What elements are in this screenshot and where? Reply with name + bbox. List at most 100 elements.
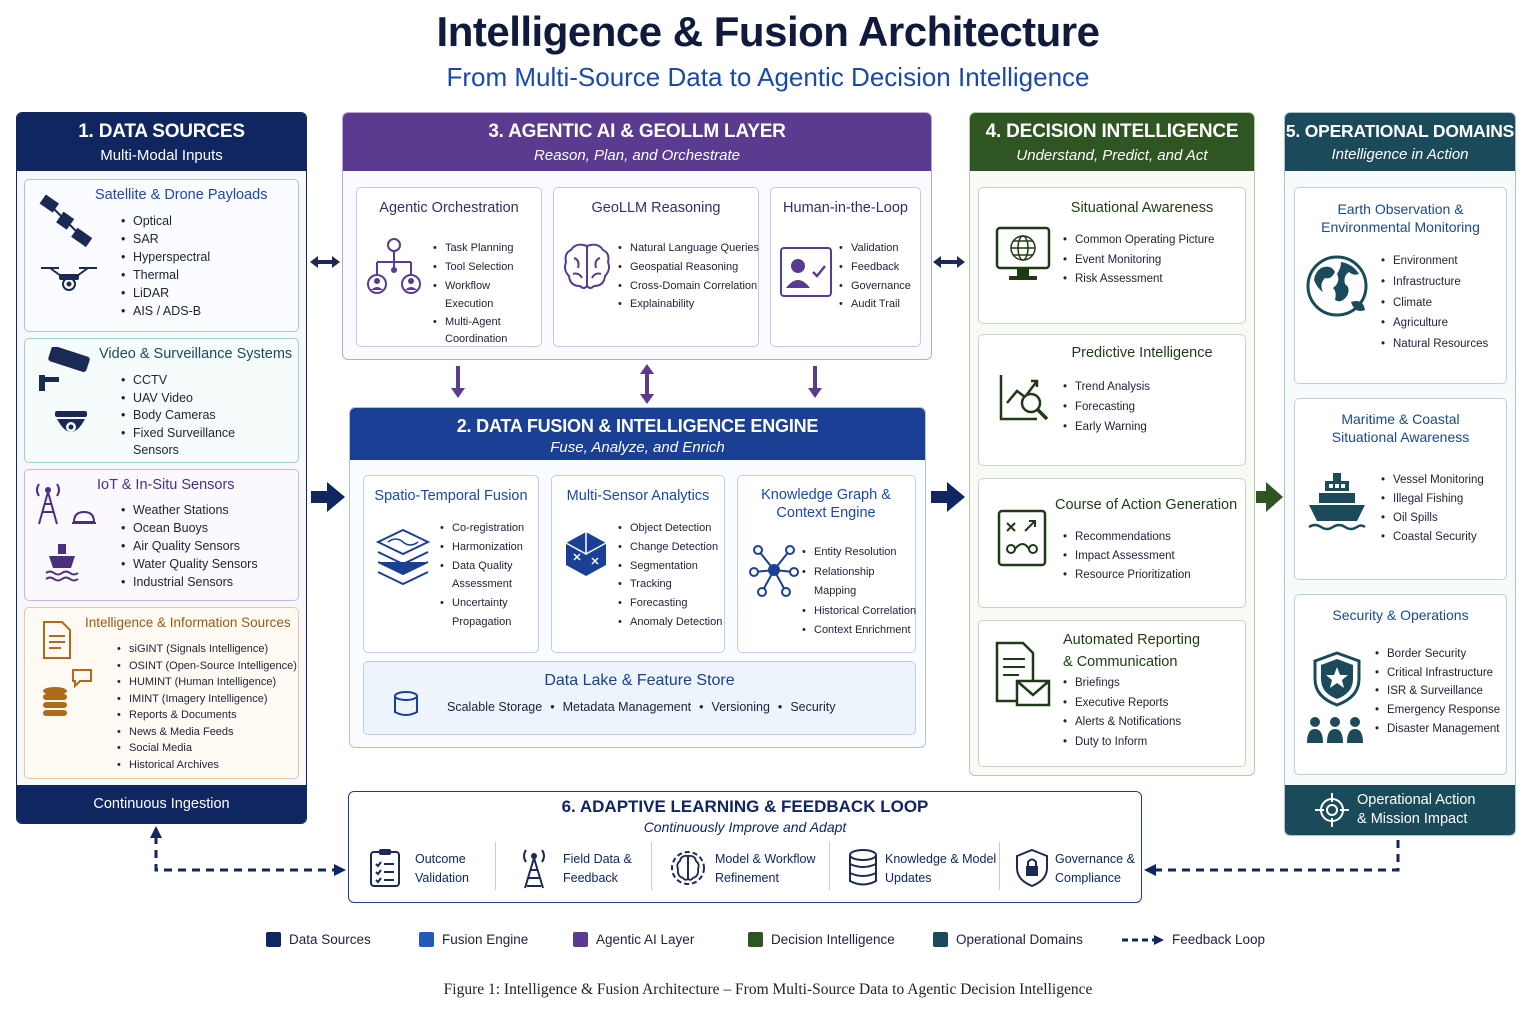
situational-awareness-title: Situational Awareness — [1070, 200, 1214, 216]
decision-intelligence-panel: 4. DECISION INTELLIGENCE Understand, Pre… — [969, 112, 1255, 776]
geollm-reasoning-card: GeoLLM Reasoning Natural Language Querie… — [553, 187, 759, 347]
feedback-loop-subtitle: Continuously Improve and Adapt — [643, 819, 847, 835]
maritime-coastal-title-line2: Situational Awareness — [1331, 429, 1470, 445]
page-subtitle: From Multi-Source Data to Agentic Decisi… — [446, 62, 1090, 92]
list-item: IMINT (Imagery Intelligence) — [117, 691, 297, 708]
maritime-coastal-title-line1: Maritime & Coastal — [1341, 411, 1460, 427]
data-lake-item: Metadata Management — [562, 700, 692, 714]
decision-intelligence-title: 4. DECISION INTELLIGENCE — [985, 121, 1239, 142]
list-item: Co-registration — [440, 519, 540, 538]
list-item: Body Cameras — [121, 407, 296, 425]
feedback-item-line1: Governance & — [1055, 852, 1135, 866]
course-of-action-list: Recommendations Impact Assessment Resour… — [1063, 528, 1245, 585]
feedback-loop-title: 6. ADAPTIVE LEARNING & FEEDBACK LOOP — [561, 797, 929, 816]
legend-label: Feedback Loop — [1172, 932, 1266, 947]
operational-domains-header: 5. OPERATIONAL DOMAINS Intelligence in A… — [1285, 113, 1515, 171]
multi-sensor-analytics-card: Multi-Sensor Analytics Object Detection … — [551, 475, 725, 653]
feedback-loop-left — [154, 836, 336, 872]
spatio-temporal-title: Spatio-Temporal Fusion — [374, 488, 528, 504]
automated-reporting-title-line2: & Communication — [1063, 654, 1178, 670]
feedback-loop-right — [1156, 840, 1400, 872]
list-item: Task Planning — [433, 239, 541, 258]
list-item: Duty to Inform — [1063, 733, 1243, 753]
legend-item-operational: Operational Domains — [933, 932, 1083, 947]
list-item: Harmonization — [440, 538, 540, 557]
automated-reporting-title: Automated Reporting & Communication — [1063, 629, 1243, 673]
ship-icon — [1308, 473, 1366, 531]
list-item: Executive Reports — [1063, 694, 1243, 714]
geollm-reasoning-list: Natural Language Queries Geospatial Reas… — [618, 239, 760, 314]
feedback-item: Model & Workflow Refinement — [665, 844, 825, 892]
multi-sensor-analytics-title: Multi-Sensor Analytics — [566, 488, 710, 504]
list-item: Validation — [839, 239, 921, 258]
ocean-buoy-icon — [45, 544, 79, 582]
spatio-temporal-list: Co-registration Harmonization Data Quali… — [440, 519, 540, 632]
chart-magnifier-icon — [999, 375, 1049, 421]
maritime-coastal-title: Maritime & Coastal Situational Awareness — [1295, 410, 1506, 446]
strategy-board-icon — [997, 509, 1047, 567]
report-mail-icon — [995, 641, 1051, 707]
feedback-item-line1: Outcome — [415, 852, 466, 866]
operational-action-footer: Operational Action & Mission Impact — [1285, 785, 1515, 835]
arrow-sources-to-fusion — [311, 482, 345, 512]
list-item: Disaster Management — [1375, 720, 1507, 739]
automated-reporting-title-line1: Automated Reporting — [1063, 632, 1201, 648]
list-item: Forecasting — [1063, 397, 1243, 417]
security-operations-card: Security & Operations Border Security Cr… — [1294, 594, 1507, 775]
legend-swatch — [933, 932, 948, 947]
human-in-the-loop-card: Human-in-the-Loop Validation Feedback Go… — [770, 187, 921, 347]
list-item: Resource Prioritization — [1063, 566, 1245, 585]
list-item: Context Enrichment — [802, 621, 918, 641]
predictive-intelligence-card: Predictive Intelligence Trend Analysis F… — [978, 334, 1246, 466]
situational-awareness-card: Situational Awareness Common Operating P… — [978, 187, 1246, 324]
legend-swatch — [748, 932, 763, 947]
earth-observation-card: Earth Observation & Environmental Monito… — [1294, 187, 1507, 384]
iot-sensors-card: IoT & In-Situ Sensors Weather Stations O… — [24, 469, 299, 601]
list-item: Hyperspectral — [121, 248, 291, 266]
earth-observation-list: Environment Infrastructure Climate Agric… — [1381, 251, 1507, 355]
list-item: Anomaly Detection — [618, 613, 726, 632]
list-item: siGINT (Signals Intelligence) — [117, 641, 297, 658]
divider — [651, 842, 652, 890]
list-item: Optical — [121, 212, 291, 230]
operational-action-line1: Operational Action — [1357, 792, 1476, 808]
shield-lock-icon — [1016, 848, 1048, 888]
list-item: Infrastructure — [1381, 272, 1507, 293]
list-item: Feedback — [839, 258, 921, 277]
video-surveillance-title: Video & Surveillance Systems — [99, 346, 293, 362]
legend-label: Agentic AI Layer — [596, 932, 695, 947]
network-graph-icon — [749, 545, 799, 597]
list-item: Fixed Surveillance Sensors — [121, 425, 241, 460]
earth-observation-title-line2: Environmental Monitoring — [1321, 219, 1480, 235]
brain-gear-icon — [671, 851, 705, 885]
list-item: News & Media Feeds — [117, 724, 297, 741]
weather-sensor-icon — [72, 510, 96, 524]
knowledge-graph-card: Knowledge Graph & Context Engine Entity … — [737, 475, 916, 653]
data-sources-title: 1. DATA SOURCES — [78, 121, 245, 142]
double-arrow-agentic-decision — [933, 256, 965, 268]
legend-label: Operational Domains — [956, 932, 1083, 947]
dashed-arrow-icon — [1122, 934, 1164, 945]
continuous-ingestion-footer: Continuous Ingestion — [17, 785, 306, 823]
document-icon — [43, 621, 71, 659]
data-lake-item: Security — [790, 700, 836, 714]
list-item: SAR — [121, 230, 291, 248]
human-in-the-loop-title: Human-in-the-Loop — [783, 200, 908, 216]
list-item: Agriculture — [1381, 313, 1507, 334]
list-item: Weather Stations — [121, 501, 296, 519]
list-item: CCTV — [121, 372, 296, 390]
feedback-item-line2: Validation — [415, 871, 469, 885]
data-fusion-panel: 2. DATA FUSION & INTELLIGENCE ENGINE Fus… — [349, 407, 926, 748]
list-item: Thermal — [121, 266, 291, 284]
data-sources-subtitle: Multi-Modal Inputs — [100, 147, 223, 164]
list-item: Industrial Sensors — [121, 573, 296, 591]
agentic-orchestration-list: Task Planning Tool Selection Workflow Ex… — [433, 239, 541, 348]
list-item: Climate — [1381, 293, 1507, 314]
feedback-item: Governance & Compliance — [1011, 844, 1139, 892]
feedback-item: Field Data & Feedback — [509, 844, 649, 892]
double-arrow-sources-agentic — [310, 256, 340, 268]
situational-awareness-list: Common Operating Picture Event Monitorin… — [1063, 231, 1243, 290]
divider — [829, 842, 830, 890]
operational-domains-panel: 5. OPERATIONAL DOMAINS Intelligence in A… — [1284, 112, 1516, 836]
list-item: HUMINT (Human Intelligence) — [117, 674, 297, 691]
